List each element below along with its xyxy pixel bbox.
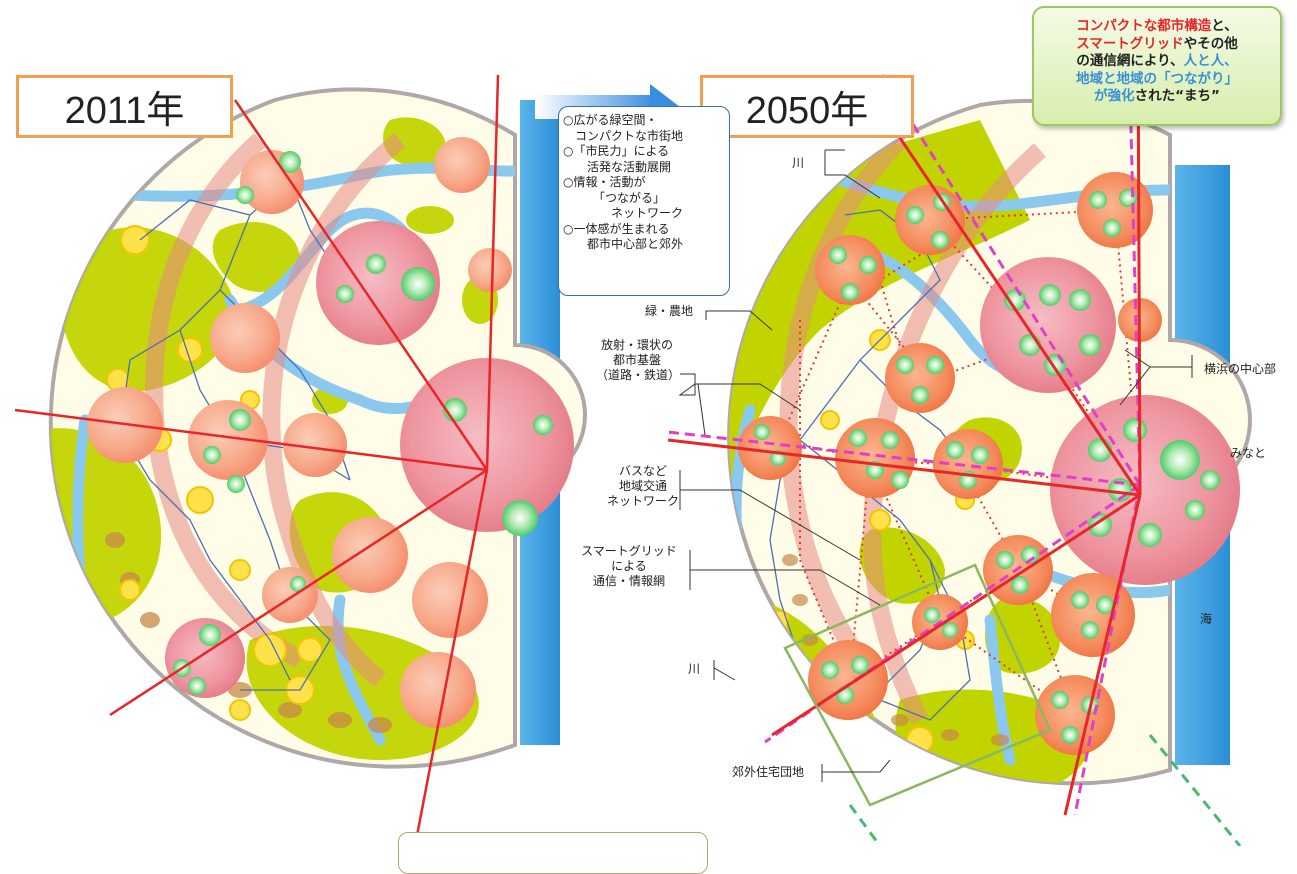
feature-line: 活発な活動展開 [563, 159, 672, 174]
callout-text: やその他 [1183, 35, 1238, 52]
callout-text: コンパクトな都市構造 [1076, 18, 1212, 34]
label-sea: 海 [1200, 612, 1213, 626]
callout-text: の通信網により、 [1076, 53, 1184, 69]
label-smart-grid: スマートグリッド による 通信・情報網 [572, 544, 686, 589]
label-river-top: 川 [792, 156, 805, 170]
feature-line: ○「市民力」による [563, 144, 670, 158]
diagram-stage: 2011年 2050年 ○広がる緑空間・ コンパクトな市街地 ○「市民力」による… [14, 6, 1282, 874]
feature-line: コンパクトな市街地 [563, 128, 684, 143]
vision-callout: コンパクトな都市構造と、 スマートグリッドやその他 の通信網により、人と人、 地… [1032, 6, 1282, 126]
suburb-zoom-box [783, 563, 1052, 807]
bottom-caption-box [398, 832, 708, 874]
callout-text: 人と人、 [1183, 53, 1238, 69]
feature-line: ○一体感が生まれる [563, 221, 670, 236]
map-2011 [14, 74, 587, 846]
label-line: 通信・情報網 [592, 574, 665, 588]
features-list: ○広がる緑空間・ コンパクトな市街地 ○「市民力」による 活発な活動展開 ○情報… [558, 106, 730, 296]
label-line: （道路・鉄道） [596, 368, 681, 382]
callout-text: スマートグリッド [1076, 35, 1184, 52]
year-2011-label: 2011年 [16, 75, 233, 138]
leader-lines [678, 149, 1193, 782]
callout-text: 地域と地域の「つながり」 [1076, 70, 1238, 87]
label-line: ネットワーク [606, 494, 679, 508]
label-line: 地域交通 [618, 479, 667, 493]
label-yokohama-center: 横浜の中心部 [1204, 362, 1277, 376]
zoom-lines [848, 734, 1242, 846]
radial-lines-2050 [667, 39, 1142, 816]
diagram-canvas [14, 9, 1252, 846]
radial-lines-2011 [14, 74, 500, 846]
callout-text: と、 [1211, 18, 1238, 34]
feature-line: 都市中心部と郊外 [563, 237, 684, 251]
label-line: スマートグリッド [581, 544, 677, 558]
label-infrastructure: 放射・環状の 都市基盤 （道路・鉄道） [596, 338, 681, 383]
label-river-bottom: 川 [688, 662, 701, 676]
label-line: 放射・環状の [600, 338, 673, 352]
dotted-link-2050 [782, 554, 1009, 746]
feature-line: ネットワーク [563, 206, 684, 220]
callout-text: された“まち” [1134, 88, 1220, 104]
feature-line: 「つながる」 [563, 190, 666, 205]
label-line: バスなど [618, 464, 667, 478]
feature-line: ○広がる緑空間・ [563, 113, 658, 127]
green-nodes-2011 [173, 151, 553, 695]
callout-text: が強化 [1094, 88, 1135, 104]
label-port: みなと [1230, 446, 1267, 460]
label-bus-network: バスなど 地域交通 ネットワーク [606, 464, 680, 509]
label-green-farmland: 緑・農地 [645, 304, 694, 318]
label-suburban-housing: 郊外住宅団地 [732, 765, 805, 779]
label-line: による [611, 559, 647, 573]
year-2050-label: 2050年 [700, 75, 914, 138]
label-line: 都市基盤 [612, 353, 661, 367]
feature-line: ○情報・活動が [563, 175, 646, 189]
